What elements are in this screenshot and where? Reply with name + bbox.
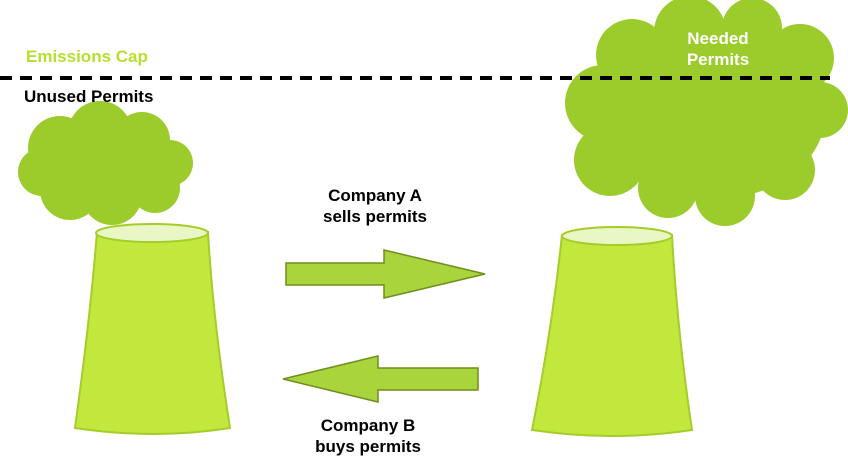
company-a-tower-rim (96, 224, 208, 242)
buy-arrow-left (283, 356, 478, 402)
needed-permits-line2: Permits (668, 49, 768, 70)
emissions-cap-label: Emissions Cap (26, 46, 148, 67)
company-b-tower (532, 227, 692, 436)
company-a-action: sells permits (285, 206, 465, 227)
company-a-name: Company A (285, 185, 465, 206)
company-b-name: Company B (278, 415, 458, 436)
company-a-sells-label: Company A sells permits (285, 185, 465, 227)
sell-arrow-right (286, 250, 485, 298)
unused-permits-cloud (18, 101, 193, 225)
needed-permits-label: Needed Permits (668, 28, 768, 70)
company-b-buys-label: Company B buys permits (278, 415, 458, 457)
company-a-tower (75, 224, 230, 434)
company-b-tower-rim (562, 227, 672, 245)
needed-permits-line1: Needed (668, 28, 768, 49)
company-b-action: buys permits (278, 436, 458, 457)
unused-permits-label: Unused Permits (24, 86, 153, 107)
